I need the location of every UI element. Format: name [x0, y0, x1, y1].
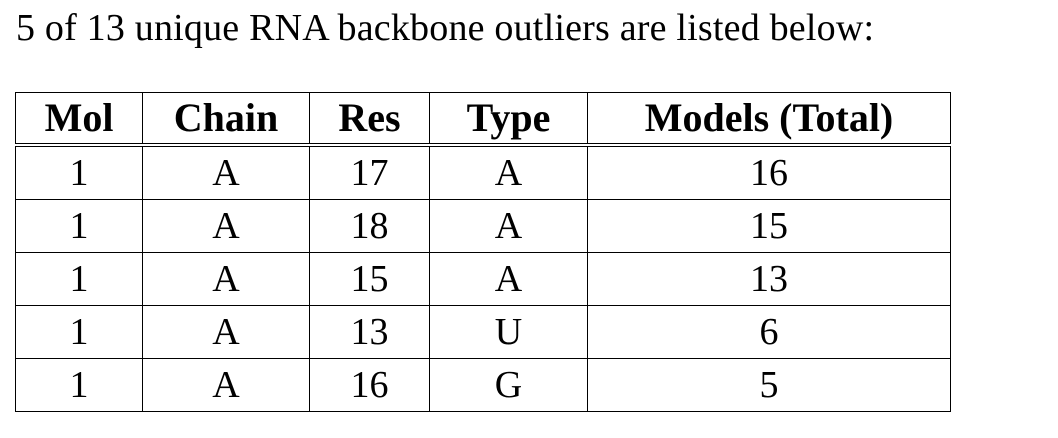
table-row: 1 A 17 A 16 — [15, 145, 951, 200]
cell-type: A — [429, 145, 588, 200]
cell-type: U — [429, 305, 588, 359]
cell-res: 16 — [309, 358, 430, 412]
table-caption: 5 of 13 unique RNA backbone outliers are… — [16, 7, 875, 49]
cell-type: A — [429, 252, 588, 306]
cell-mol: 1 — [15, 145, 143, 200]
cell-chain: A — [142, 252, 310, 306]
cell-type: G — [429, 358, 588, 412]
cell-chain: A — [142, 199, 310, 253]
column-header-mol: Mol — [15, 92, 143, 147]
cell-res: 17 — [309, 145, 430, 200]
cell-mol: 1 — [15, 358, 143, 412]
table-header-row: Mol Chain Res Type Models (Total) — [15, 92, 951, 147]
cell-models-total: 15 — [587, 199, 951, 253]
table-row: 1 A 13 U 6 — [15, 305, 951, 359]
column-header-type: Type — [429, 92, 588, 147]
cell-chain: A — [142, 305, 310, 359]
cell-res: 18 — [309, 199, 430, 253]
table-row: 1 A 18 A 15 — [15, 199, 951, 253]
cell-type: A — [429, 199, 588, 253]
table-row: 1 A 15 A 13 — [15, 252, 951, 306]
cell-models-total: 13 — [587, 252, 951, 306]
column-header-res: Res — [309, 92, 430, 147]
column-header-models-total: Models (Total) — [587, 92, 951, 147]
rna-backbone-outliers-table: Mol Chain Res Type Models (Total) 1 A 17… — [15, 92, 951, 412]
cell-mol: 1 — [15, 305, 143, 359]
cell-models-total: 16 — [587, 145, 951, 200]
table-row: 1 A 16 G 5 — [15, 358, 951, 412]
cell-chain: A — [142, 145, 310, 200]
cell-chain: A — [142, 358, 310, 412]
column-header-chain: Chain — [142, 92, 310, 147]
cell-models-total: 5 — [587, 358, 951, 412]
cell-mol: 1 — [15, 252, 143, 306]
cell-models-total: 6 — [587, 305, 951, 359]
cell-mol: 1 — [15, 199, 143, 253]
cell-res: 15 — [309, 252, 430, 306]
cell-res: 13 — [309, 305, 430, 359]
